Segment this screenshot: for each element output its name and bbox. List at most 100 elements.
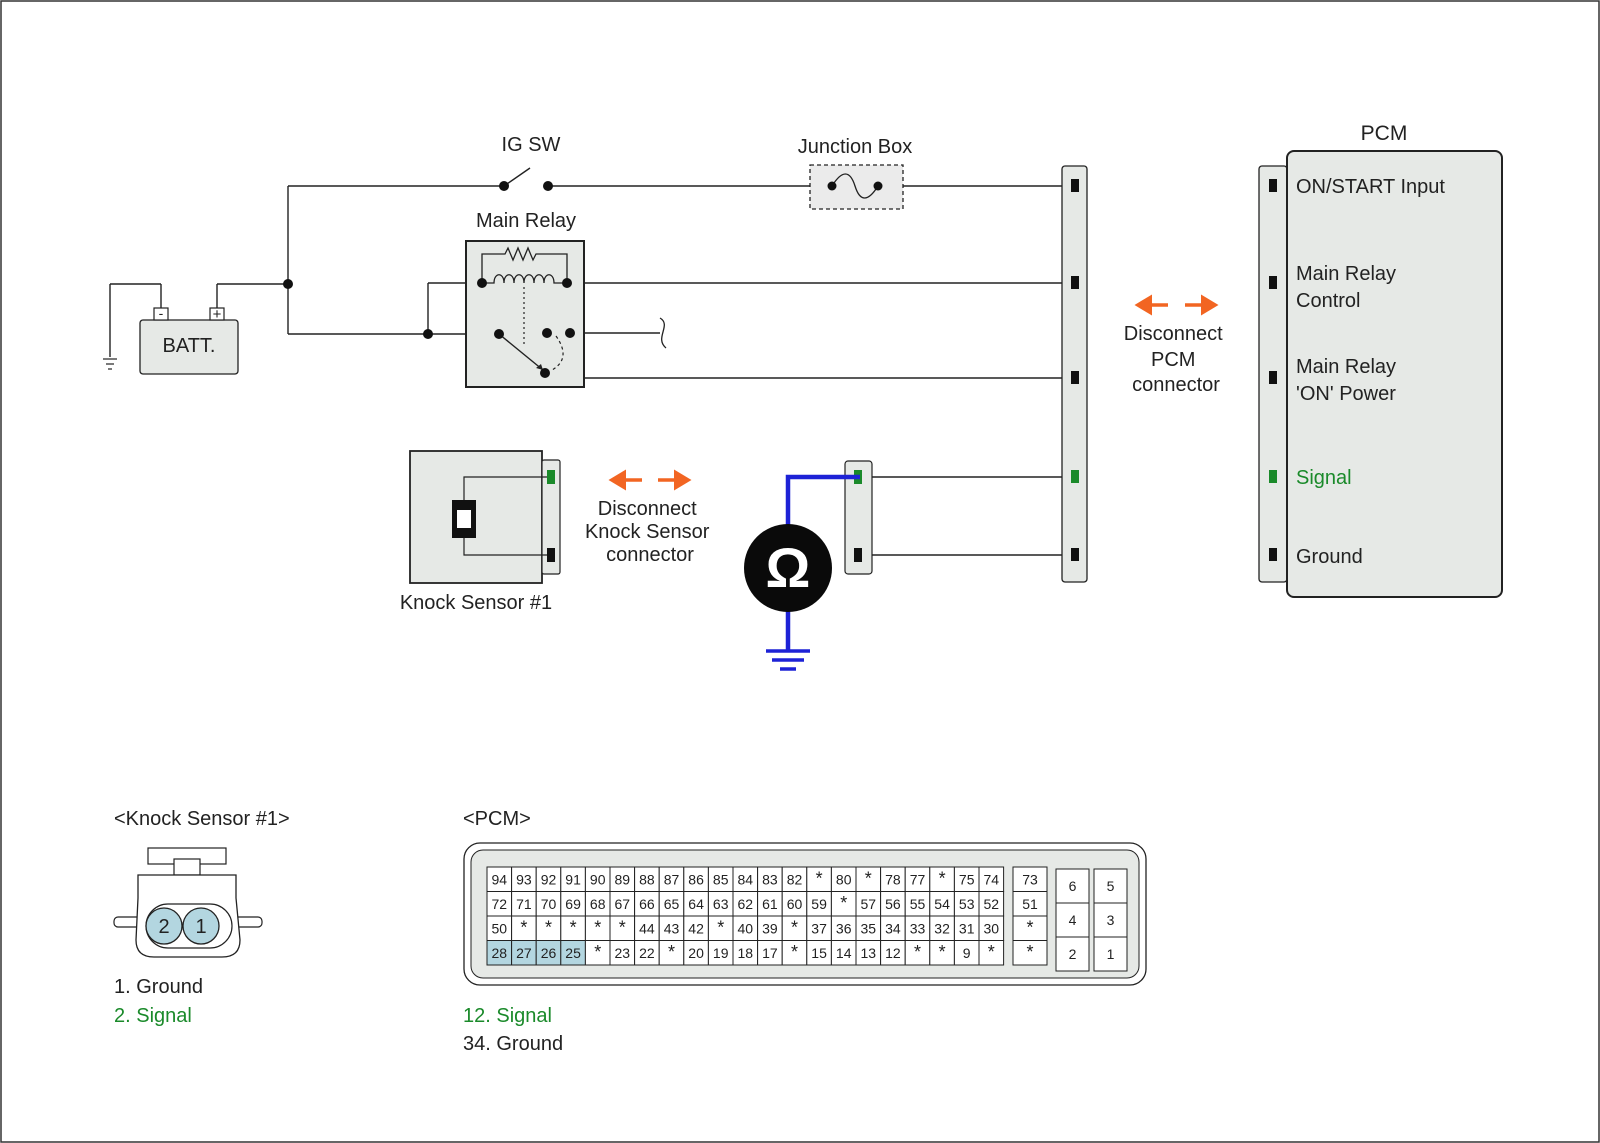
knock-connector-pin: 2 xyxy=(158,916,169,938)
pcm-pin-label: * xyxy=(914,942,921,962)
pcm-pin-cell xyxy=(806,940,832,966)
pcm-pin-label: * xyxy=(791,917,798,937)
pcm-pin-label: 32 xyxy=(934,920,950,936)
pcm-pin-label: 43 xyxy=(664,920,680,936)
battery-icon xyxy=(139,307,239,375)
pcm-pin-label: 85 xyxy=(713,871,729,887)
pcm-pin-label: 75 xyxy=(959,871,975,887)
pcm-pin-cell xyxy=(634,940,660,966)
pcm-pin-label: 3 xyxy=(1107,912,1115,928)
pcm-pin-cell xyxy=(953,891,980,917)
junction-dot xyxy=(423,329,433,339)
pcm-pin-label: * xyxy=(988,942,995,962)
pcm-pin-signal: Signal xyxy=(1296,467,1352,489)
pcm-pin-cell xyxy=(880,940,906,966)
pcm-pin-label: 40 xyxy=(738,920,754,936)
pcm-pin-cell xyxy=(855,940,882,966)
pcm-pin-cell xyxy=(609,940,636,966)
pcm-pin-label: 12 xyxy=(885,945,901,961)
pcm-pin-label: * xyxy=(594,942,601,962)
pcm-pin-label: 62 xyxy=(738,896,754,912)
pcm-pin-cell xyxy=(535,866,562,892)
pcm-pin-cell xyxy=(904,866,931,892)
pcm-pin-label: 66 xyxy=(639,896,655,912)
pcm-pin-label: 77 xyxy=(910,871,926,887)
pcm-pin-label: 31 xyxy=(959,920,975,936)
pcm-pin-cell xyxy=(683,866,709,892)
pcm-pin-label: 54 xyxy=(934,896,950,912)
pcm-pin-label: 73 xyxy=(1022,871,1038,887)
pcm-pin-cell xyxy=(634,891,660,917)
battery-label: BATT. xyxy=(163,335,216,357)
pcm-pin-cell xyxy=(486,891,513,917)
pcm-pin-label: 26 xyxy=(541,945,557,961)
pcm-pin-label: 42 xyxy=(688,920,704,936)
pcm-pin-label: 65 xyxy=(664,896,680,912)
pcm-pin-cell xyxy=(855,866,882,892)
pcm-pin-label: 5 xyxy=(1107,878,1115,894)
ig-switch-icon xyxy=(499,167,553,191)
pcm-pin-cell xyxy=(560,891,586,917)
pcm-pin-label: 93 xyxy=(516,871,532,887)
battery-ground-icon xyxy=(103,358,117,370)
pcm-pin-label: * xyxy=(1026,917,1033,937)
pcm-pin-label: 87 xyxy=(664,871,680,887)
pcm-pin-label: 74 xyxy=(984,871,1000,887)
pcm-pin-cell xyxy=(707,891,734,917)
pcm-pin-label: 56 xyxy=(885,896,901,912)
knock-harness-connector xyxy=(844,460,873,575)
pcm-pin-label: 83 xyxy=(762,871,778,887)
pcm-pin-label: 91 xyxy=(565,871,581,887)
pcm-pin-cell xyxy=(1055,936,1090,972)
pcm-pin-cell xyxy=(732,866,759,892)
pcm-pin-label: 27 xyxy=(516,945,532,961)
knock-connector-pin: 1 xyxy=(195,916,206,938)
pcm-pin-cell xyxy=(584,940,611,966)
pcm-pin-label: 28 xyxy=(492,945,508,961)
pcm-pin-label: * xyxy=(1026,942,1033,962)
pcm-pin-label: 50 xyxy=(492,920,508,936)
pcm-pin-label: 20 xyxy=(688,945,704,961)
pcm-pin-cell xyxy=(904,891,931,917)
pcm-pin-cell xyxy=(683,915,709,941)
pcm-module-pins xyxy=(1269,179,1277,561)
pcm-pin-label: 61 xyxy=(762,896,778,912)
pcm-pin-label: 34 xyxy=(885,920,901,936)
disconnect-ks-label: Disconnect Knock Sensor connector xyxy=(585,498,715,566)
pcm-pin-label: 30 xyxy=(984,920,1000,936)
pcm-pin-label: 13 xyxy=(861,945,877,961)
pcm-pin-cell xyxy=(855,915,882,941)
pcm-legend-signal: 12. Signal xyxy=(463,1005,552,1027)
pcm-pin-label: * xyxy=(520,917,527,937)
main-relay-label: Main Relay xyxy=(476,210,576,232)
pcm-pin-label: 19 xyxy=(713,945,729,961)
pcm-pin-cell xyxy=(486,866,513,892)
pcm-pin-label: 37 xyxy=(811,920,827,936)
pcm-pin-label: 60 xyxy=(787,896,803,912)
battery-pos-label: + xyxy=(213,306,222,323)
knock-sensor-icon xyxy=(409,450,561,584)
pcm-pin-cell xyxy=(584,891,611,917)
junction-box-label: Junction Box xyxy=(798,136,913,158)
pcm-pin-cell xyxy=(707,915,734,941)
pcm-pin-on-start: ON/START Input xyxy=(1296,176,1445,198)
knock-sensor-label: Knock Sensor #1 xyxy=(400,592,552,614)
pcm-pin-label: 53 xyxy=(959,896,975,912)
pcm-pin-label: 70 xyxy=(541,896,557,912)
pcm-title: PCM xyxy=(1361,122,1408,145)
pcm-pin-label: 59 xyxy=(811,896,827,912)
pcm-pin-label: * xyxy=(791,942,798,962)
pcm-harness-pins xyxy=(1071,179,1079,561)
pcm-pin-label: 1 xyxy=(1107,946,1115,962)
pcm-pin-cell xyxy=(732,940,759,966)
pcm-pin-cell xyxy=(560,940,586,966)
pcm-pin-label: * xyxy=(668,942,675,962)
pcm-pin-label: 55 xyxy=(910,896,926,912)
pcm-pin-label: * xyxy=(840,893,847,913)
pcm-pin-cell xyxy=(535,891,562,917)
pcm-pin-cell xyxy=(683,940,709,966)
pcm-pin-cell xyxy=(1012,866,1048,892)
pcm-module xyxy=(1286,150,1503,598)
pcm-pin-cell xyxy=(978,915,1005,941)
